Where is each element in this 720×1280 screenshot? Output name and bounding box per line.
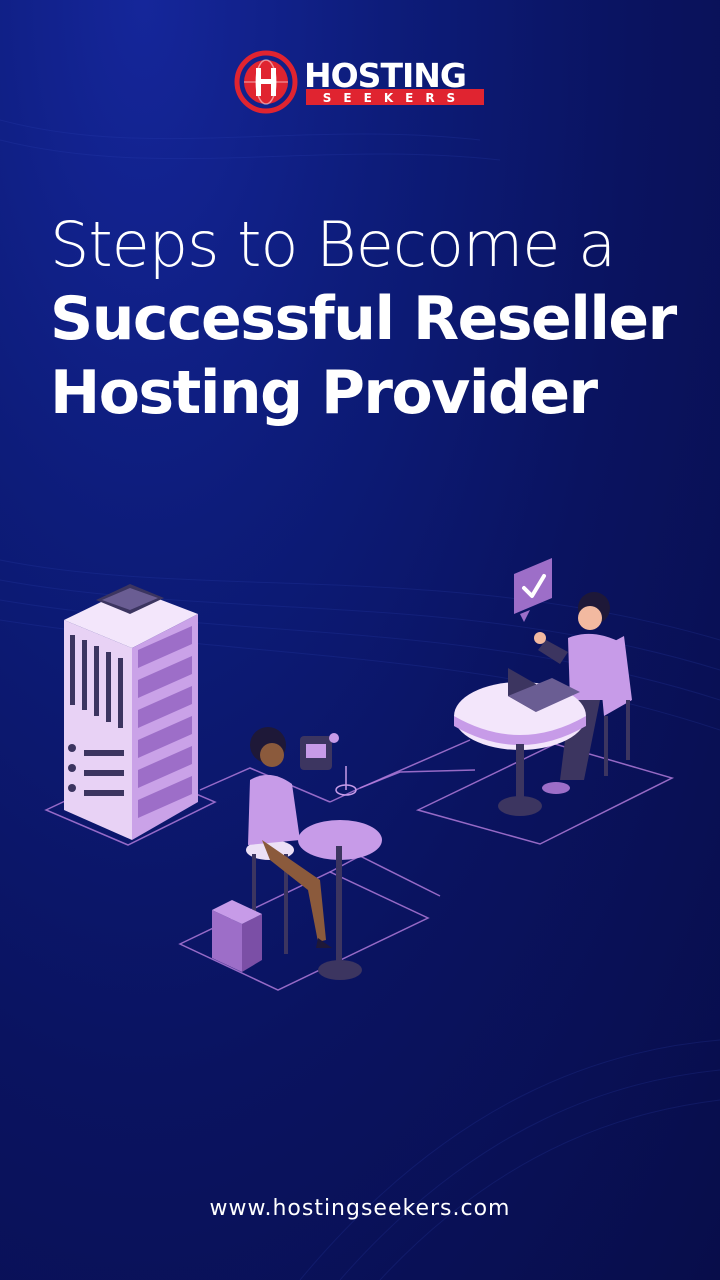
mail-bubble-icon xyxy=(300,733,339,770)
logo-text-top: HOSTING xyxy=(304,56,466,95)
headline-line-3: Hosting Provider xyxy=(50,358,598,428)
server-rack-icon xyxy=(64,584,198,840)
headline-line-2: Successful Reseller xyxy=(50,284,677,354)
headline: Steps to Become a Successful Reseller Ho… xyxy=(50,208,690,430)
hostingseekers-logo: HOSTING SEEKERS xyxy=(234,50,484,114)
hero-illustration xyxy=(44,558,675,991)
check-bubble-icon xyxy=(514,558,552,622)
briefcase-icon xyxy=(212,900,262,972)
brand-logo: HOSTING SEEKERS xyxy=(234,50,494,114)
headline-line-1: Steps to Become a xyxy=(50,208,616,281)
footer-url[interactable]: www.hostingseekers.com xyxy=(209,1196,511,1221)
laptop-icon xyxy=(508,668,580,712)
woman-at-table xyxy=(212,727,382,980)
man-at-table xyxy=(454,558,632,816)
logo-text-bottom: SEEKERS xyxy=(323,91,467,105)
